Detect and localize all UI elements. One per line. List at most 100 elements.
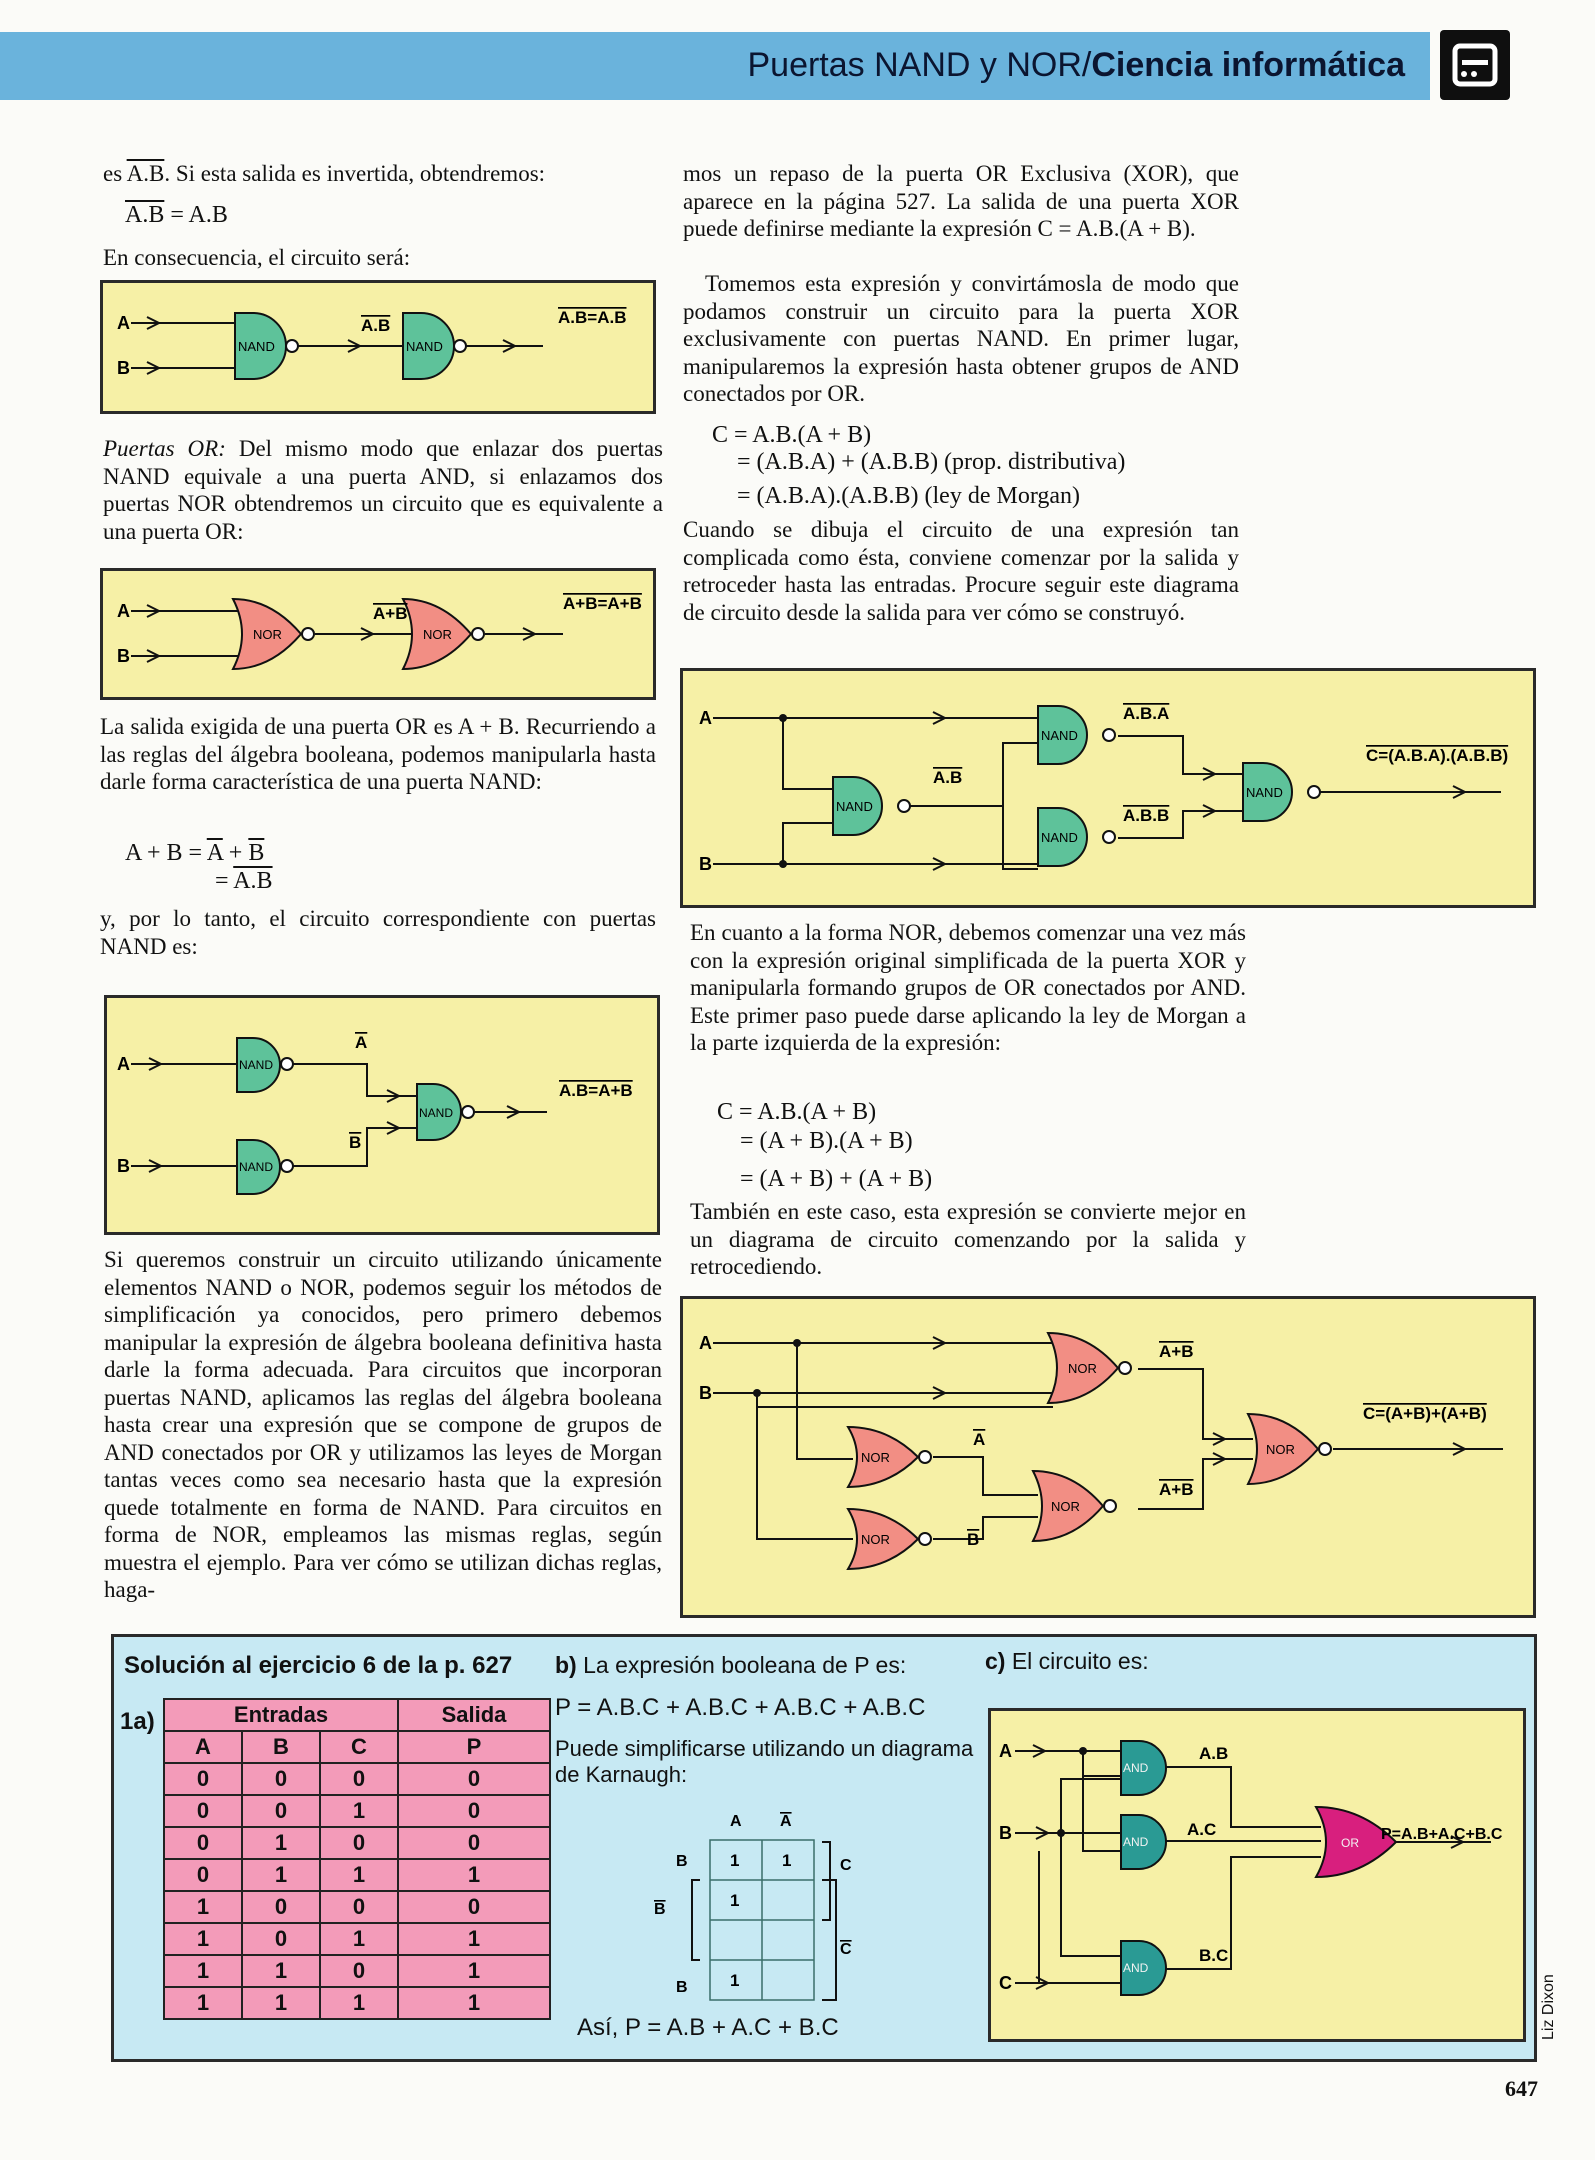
part-b-heading: b) La expresión booleana de P es:: [555, 1652, 907, 1678]
col-header: B: [241, 1730, 321, 1764]
top-label: A.B.A: [1123, 704, 1169, 723]
input-b-label: B: [999, 1823, 1012, 1843]
kmap-col-na: A: [780, 1813, 792, 1830]
table-cell: 0: [319, 1954, 399, 1988]
nor-gate-output: [1246, 1412, 1332, 1486]
col-header: C: [319, 1730, 399, 1764]
col2-para-1: mos un repaso de la puerta OR Exclusiva …: [683, 161, 1239, 241]
gate-label: NAND: [239, 1160, 273, 1174]
output-label: A.B=A+B: [559, 1081, 633, 1100]
gate-label: NAND: [1041, 728, 1078, 743]
output-label: P=A.B+A.C+B.C: [1381, 1826, 1503, 1843]
input-a-label: A: [699, 708, 712, 728]
col2-para-5: También en este caso, esta expresión se …: [690, 1199, 1246, 1279]
table-cell: 0: [241, 1794, 321, 1828]
nand-gate-bottom: [1037, 807, 1116, 867]
col1-para-3: Puertas OR: Del mismo modo que enlazar d…: [103, 436, 663, 544]
table-cell: 1: [397, 1986, 551, 2020]
input-b-label: B: [699, 1383, 712, 1403]
table-cell: 0: [319, 1826, 399, 1860]
col2-para-3: Cuando se dibuja el circuito de una expr…: [683, 517, 1239, 625]
bc-label: B.C: [1199, 1946, 1228, 1965]
mid-label: A.B: [361, 316, 390, 335]
diagram-nor-to-or: A B NOR NOR A+B A+B=A+B: [100, 568, 656, 700]
table-cell: 1: [163, 1922, 243, 1956]
gate-label: NOR: [1266, 1442, 1295, 1457]
col1-para-4: La salida exigida de una puerta OR es A …: [100, 714, 656, 794]
diagram-and-or: A B C AND AND AND OR A.B A.C B.C P=A.B+A…: [988, 1708, 1526, 2042]
nand-gate-top: [1037, 705, 1116, 765]
nor-gate-top: [1046, 1331, 1132, 1405]
gate-label: NAND: [239, 1058, 273, 1072]
table-cell: 0: [319, 1890, 399, 1924]
table-cell: 1: [397, 1954, 551, 1988]
mid-label: A.B: [933, 768, 962, 787]
col2-para-4: En cuanto a la forma NOR, debemos comenz…: [690, 920, 1246, 1055]
gate-label: AND: [1123, 1961, 1149, 1975]
nand-gate-b: [236, 1139, 294, 1195]
table-head-output: Salida: [397, 1698, 551, 1732]
gate-label: NOR: [861, 1450, 890, 1465]
kmap-cell: 1: [730, 1851, 739, 1870]
col2-equation-1: C = A.B.(A + B): [712, 422, 872, 448]
table-cell: 1: [319, 1986, 399, 2020]
nor-gate-1: [231, 597, 315, 671]
col1-para-6: Si queremos construir un circuito utiliz…: [104, 1247, 662, 1602]
table-cell: 1: [319, 1922, 399, 1956]
kmap-row-b2: B: [676, 1979, 688, 1996]
table-cell: 1: [241, 1826, 321, 1860]
computer-screen-icon: [1440, 30, 1510, 100]
col1-equation-2b: = A.B: [215, 868, 273, 894]
table-cell: 0: [397, 1794, 551, 1828]
diagram-nand-or: A B NAND NAND NAND A B A.B=A+B: [104, 995, 660, 1235]
table-cell: 1: [319, 1794, 399, 1828]
part-b-result: Así, P = A.B + A.C + B.C: [577, 2014, 839, 2041]
col-header: P: [397, 1730, 551, 1764]
col1-equation-2: A + B = A + B: [125, 840, 265, 866]
gate-label: AND: [1123, 1835, 1149, 1849]
output-label: C=(A+B)+(A+B): [1363, 1404, 1487, 1423]
nor-gate-mid: [1031, 1469, 1117, 1543]
gate-label: NOR: [423, 627, 452, 642]
input-a-label: A: [117, 313, 130, 333]
kmap-row-nc: C: [840, 1941, 852, 1958]
nand-gate-a: [236, 1037, 294, 1093]
ab-label: A.B: [1199, 1744, 1228, 1763]
col2-para-2: Tomemos esta expresión y convirtámosla d…: [683, 271, 1239, 406]
nor-gate-notb: [846, 1507, 932, 1571]
part-c-heading: c) El circuito es:: [985, 1648, 1149, 1674]
table-cell: 1: [163, 1954, 243, 1988]
output-label: C=(A.B.A).(A.B.B): [1366, 746, 1508, 765]
bottom-label: A.B.B: [1123, 806, 1169, 825]
nand-gate-out: [416, 1083, 475, 1141]
input-a-label: A: [999, 1741, 1012, 1761]
table-cell: 1: [241, 1954, 321, 1988]
bottom-label: A+B: [1159, 1480, 1193, 1499]
kmap-cell: 1: [730, 1971, 739, 1990]
nand-gate-first: [832, 776, 911, 836]
kmap-cell: 1: [730, 1891, 739, 1910]
nor-gate-2: [401, 597, 485, 671]
gate-label: NAND: [1041, 830, 1078, 845]
ac-label: A.C: [1187, 1820, 1216, 1839]
col2-equation-5: = (A + B).(A + B): [740, 1128, 913, 1154]
col-header: A: [163, 1730, 243, 1764]
page-number: 647: [1505, 2076, 1538, 2101]
table-cell: 0: [241, 1762, 321, 1796]
table-cell: 0: [397, 1826, 551, 1860]
table-cell: 0: [241, 1922, 321, 1956]
table-cell: 0: [241, 1890, 321, 1924]
input-a-label: A: [699, 1333, 712, 1353]
input-a-label: A: [117, 601, 130, 621]
gate-label: NAND: [406, 339, 443, 354]
input-b-label: B: [117, 646, 130, 666]
karnaugh-map: A A B B B C C 1 1 1 1: [650, 1808, 890, 2023]
not-a-label: A: [973, 1430, 985, 1449]
output-label: A+B=A+B: [563, 594, 642, 613]
table-cell: 1: [241, 1986, 321, 2020]
